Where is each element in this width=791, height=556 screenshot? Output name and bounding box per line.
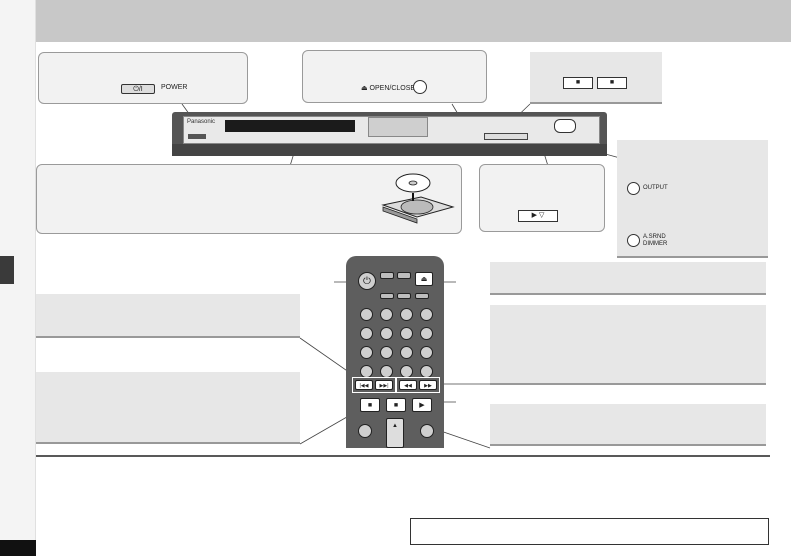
- remote-power-button[interactable]: ⏻: [358, 272, 376, 290]
- remote-key-e[interactable]: [415, 293, 429, 299]
- remote-search-group: [396, 377, 440, 393]
- remote-num-key[interactable]: [420, 327, 433, 340]
- power-button[interactable]: ⏻/I: [121, 84, 155, 94]
- player-display-window: [368, 117, 428, 137]
- section-tab: [0, 256, 14, 284]
- power-callout: ⏻/I POWER: [38, 52, 248, 104]
- remote-num-key[interactable]: [380, 327, 393, 340]
- remote-num-key[interactable]: [400, 346, 413, 359]
- remote-num-key[interactable]: [420, 346, 433, 359]
- remote-pause-button[interactable]: ■: [386, 398, 406, 412]
- remote-key-c[interactable]: [380, 293, 394, 299]
- remote-up-button[interactable]: ▲: [386, 418, 404, 448]
- remote-control: ⏻ ⏏ |◀◀ ▶▶| ◀◀ ▶▶ ■ ■ ▶ ▲: [346, 256, 444, 448]
- stop-pause-callout: ■ ■: [530, 52, 662, 104]
- remote-skip-prev-button[interactable]: |◀◀: [355, 380, 373, 390]
- asrnd-dimmer-label: A.SRND DIMMER: [643, 234, 668, 247]
- open-close-label: ⏏ OPEN/CLOSE: [361, 85, 416, 92]
- power-label: POWER: [161, 84, 188, 91]
- player-jog-dial[interactable]: [554, 119, 576, 133]
- player-base: [172, 144, 607, 156]
- remote-fast-forward-button[interactable]: ▶▶: [419, 380, 437, 390]
- player-power-key[interactable]: [188, 134, 206, 139]
- skip-callout: [36, 294, 300, 338]
- search-callout: [490, 305, 766, 385]
- remote-num-key[interactable]: [400, 327, 413, 340]
- remote-key-b[interactable]: [397, 272, 411, 279]
- stop-callout: [36, 372, 300, 444]
- brand-logo: Panasonic: [187, 119, 216, 125]
- remote-num-key[interactable]: [360, 327, 373, 340]
- disc-tray-icon: [381, 173, 455, 224]
- remote-num-key[interactable]: [420, 308, 433, 321]
- open-close-button[interactable]: [413, 80, 427, 94]
- page-corner-mark: [0, 540, 36, 556]
- stop-button[interactable]: ■: [563, 77, 593, 89]
- remote-num-key[interactable]: [400, 308, 413, 321]
- remote-rewind-button[interactable]: ◀◀: [399, 380, 417, 390]
- output-button[interactable]: [627, 182, 640, 195]
- output-label: OUTPUT: [643, 185, 668, 191]
- remote-key-d[interactable]: [397, 293, 411, 299]
- remote-eject-button[interactable]: ⏏: [415, 272, 433, 286]
- play-callout: ▶ ▽: [479, 164, 605, 232]
- remote-num-key[interactable]: [360, 308, 373, 321]
- remote-stop-button[interactable]: ■: [360, 398, 380, 412]
- note-frame: [410, 518, 769, 545]
- pause-callout: [490, 404, 766, 446]
- open-close-callout: ⏏ OPEN/CLOSE: [302, 50, 487, 103]
- remote-play-button[interactable]: ▶: [412, 398, 432, 412]
- disc-insert-callout: [36, 164, 462, 234]
- player-transport-keys[interactable]: [484, 133, 528, 140]
- header-band: [36, 0, 791, 42]
- pause-button[interactable]: ■: [597, 77, 627, 89]
- eject-callout: [490, 262, 766, 295]
- play-button[interactable]: ▶ ▽: [518, 210, 558, 222]
- remote-bottom-left-key[interactable]: [358, 424, 372, 438]
- remote-num-key[interactable]: [380, 346, 393, 359]
- remote-bottom-right-key[interactable]: [420, 424, 434, 438]
- disc-tray: [225, 120, 355, 132]
- dimmer-button[interactable]: [627, 234, 640, 247]
- remote-num-key[interactable]: [360, 346, 373, 359]
- remote-skip-group: [352, 377, 396, 393]
- output-dimmer-callout: OUTPUT A.SRND DIMMER: [617, 140, 768, 258]
- remote-num-key[interactable]: [380, 308, 393, 321]
- remote-key-a[interactable]: [380, 272, 394, 279]
- remote-skip-next-button[interactable]: ▶▶|: [375, 380, 393, 390]
